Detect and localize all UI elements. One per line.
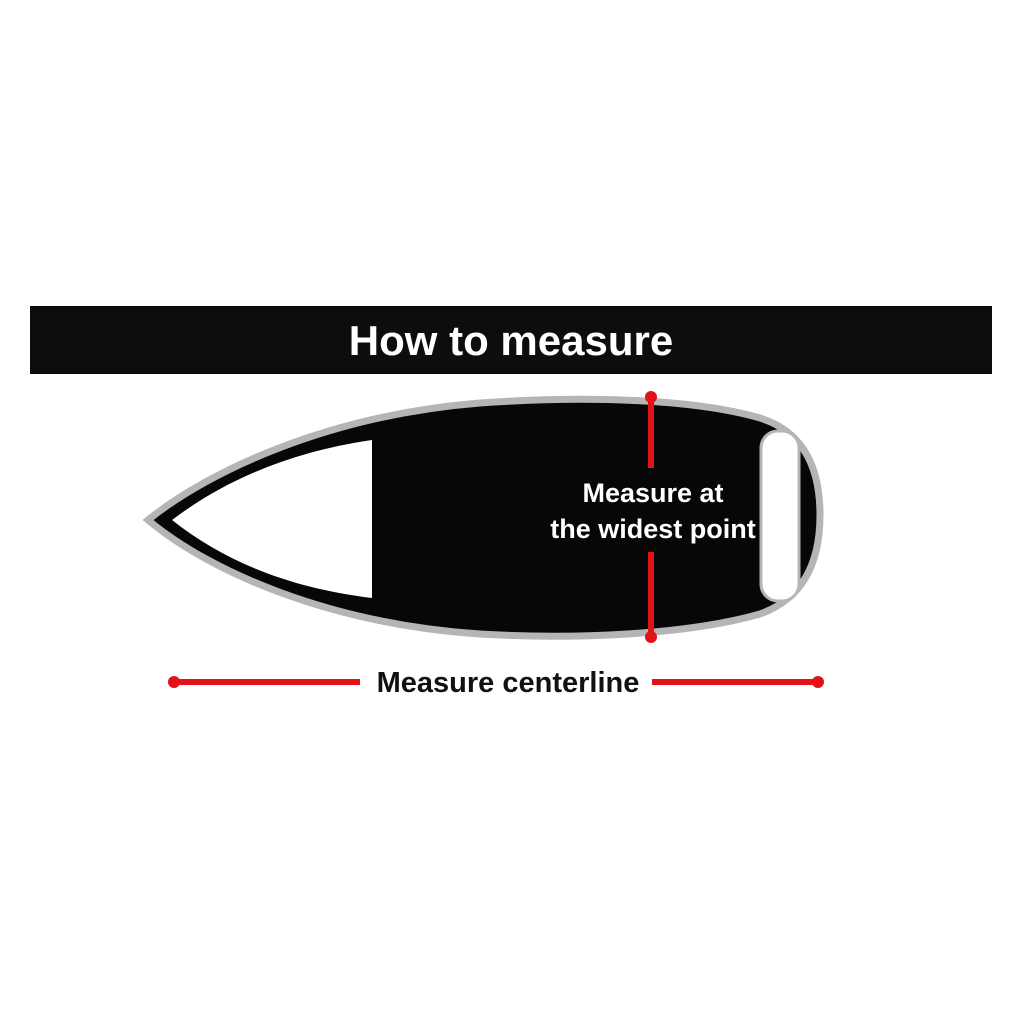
- page-title: How to measure: [349, 317, 673, 364]
- boat-handle-slot: [759, 429, 801, 603]
- width-measure-label: Measure at the widest point: [550, 478, 756, 544]
- title-banner: How to measure: [30, 306, 992, 374]
- centerline-measure-label: Measure centerline: [377, 667, 640, 699]
- centerline-measure-line-icon: [168, 676, 824, 688]
- boat-bow-white-area: [172, 440, 372, 598]
- width-measure-label-line1: Measure at: [582, 478, 723, 508]
- width-measure-label-line2: the widest point: [550, 514, 756, 544]
- width-line-bottom-endpoint: [645, 631, 657, 643]
- title-banner-background: [30, 306, 992, 374]
- centerline-right-endpoint: [812, 676, 824, 688]
- width-measure-line-icon: [645, 391, 657, 643]
